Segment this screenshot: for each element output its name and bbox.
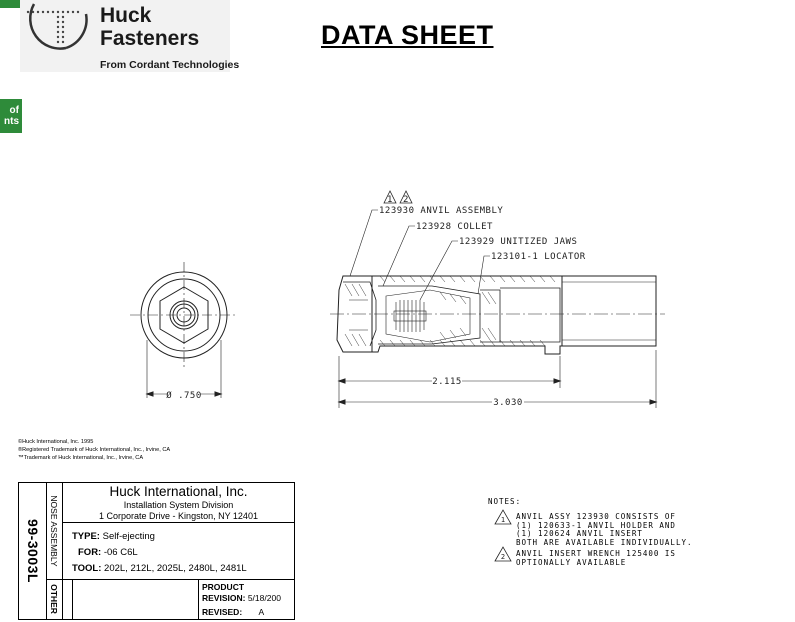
category-cell: NOSE ASSEMBLY OTHER [46, 483, 63, 619]
note-1-marker: 1 [501, 516, 505, 524]
callout-unitized-jaws: 123929 UNITIZED JAWS [459, 237, 577, 247]
logo-huck-text: Huck [100, 4, 152, 27]
note-1-triangle-icon: 1 [494, 509, 512, 525]
copyright-line: ©Huck International, Inc. 1995 [18, 439, 94, 445]
for-row: FOR: -06 C6L [78, 547, 138, 558]
notes-heading: NOTES: [488, 497, 522, 506]
logo-tagline: From Cordant Technologies [100, 59, 240, 71]
tool-value: 202L, 212L, 2025L, 2480L, 2481L [104, 563, 247, 574]
note-1-line-3: (1) 120624 ANVIL INSERT [516, 529, 643, 538]
for-value: -06 C6L [103, 547, 138, 558]
revised-row: REVISED: A [202, 607, 264, 617]
end-view [130, 262, 238, 398]
trademark-line: ™Trademark of Huck International, Inc., … [18, 455, 144, 461]
nose-assembly-drawing: 1 2 123930 ANVIL ASSEMBLY 123928 COLLET … [130, 190, 665, 408]
type-label: TYPE: [72, 531, 100, 542]
dim-diameter: Ø .750 [166, 390, 202, 401]
callout-collet: 123928 COLLET [416, 222, 493, 232]
type-row: TYPE: Self-ejecting [72, 531, 155, 542]
doc-number: 99-3003L [24, 519, 41, 583]
note-1-line-1: ANVIL ASSY 123930 CONSISTS OF [516, 512, 676, 521]
note-2-line-2: OPTIONALLY AVAILABLE [516, 557, 627, 567]
note-2-marker: 2 [501, 553, 505, 561]
division-name: Installation System Division [123, 500, 234, 510]
product-label: PRODUCT [202, 582, 245, 592]
title-block: 99-3003L NOSE ASSEMBLY OTHER Huck Intern… [18, 482, 295, 620]
callout-anvil-assembly: 123930 ANVIL ASSEMBLY [379, 206, 503, 216]
section-view [330, 190, 665, 408]
logo-fasteners-text: Fasteners [100, 27, 200, 50]
contents-tab-line2: nts [4, 116, 19, 127]
revised-value: A [258, 607, 265, 617]
registered-trademark-line: ®Registered Trademark of Huck Internatio… [18, 447, 171, 453]
tool-label: TOOL: [72, 563, 102, 574]
note-1: ANVIL ASSY 123930 CONSISTS OF (1) 120633… [516, 512, 693, 547]
revision-label: REVISION: [202, 593, 246, 603]
note-2-triangle-icon: 2 [494, 546, 512, 562]
callout-locator: 123101-1 LOCATOR [491, 252, 586, 262]
for-label: FOR: [78, 547, 102, 558]
tool-row: TOOL: 202L, 212L, 2025L, 2480L, 2481L [72, 563, 247, 574]
dim-2115: 2.115 [432, 377, 462, 387]
huck-logo: Huck Fasteners From Cordant Technologies [20, 0, 239, 72]
callout-marker-1: 1 [387, 195, 393, 205]
note-2: ANVIL INSERT WRENCH 125400 IS OPTIONALLY… [516, 549, 676, 567]
dim-3030: 3.030 [493, 398, 523, 408]
revised-label: REVISED: [202, 607, 243, 617]
category-label: NOSE ASSEMBLY [49, 495, 59, 567]
other-label: OTHER [49, 584, 59, 614]
company-header: Huck International, Inc. Installation Sy… [63, 483, 294, 523]
contents-tab-line1: of [9, 105, 19, 116]
company-name: Huck International, Inc. [109, 484, 248, 499]
type-value: Self-ejecting [102, 531, 155, 542]
note-2-line-1: ANVIL INSERT WRENCH 125400 IS [516, 549, 676, 558]
doc-number-cell: 99-3003L [19, 483, 47, 619]
top-green-tab[interactable] [0, 0, 22, 8]
contents-tab[interactable]: of nts [0, 99, 22, 133]
revision-row: REVISION: 5/18/200 [202, 593, 281, 603]
note-1-line-2: (1) 120633-1 ANVIL HOLDER AND [516, 520, 676, 530]
huck-t-logo-icon [26, 3, 88, 50]
page-title: DATA SHEET [321, 20, 494, 50]
callout-marker-2: 2 [403, 195, 409, 205]
note-1-line-4: BOTH ARE AVAILABLE INDIVIDUALLY. [516, 537, 693, 547]
company-address: 1 Corporate Drive - Kingston, NY 12401 [99, 511, 258, 521]
revision-section: PRODUCT REVISION: 5/18/200 REVISED: A [63, 579, 294, 620]
revision-value: 5/18/200 [247, 593, 281, 603]
